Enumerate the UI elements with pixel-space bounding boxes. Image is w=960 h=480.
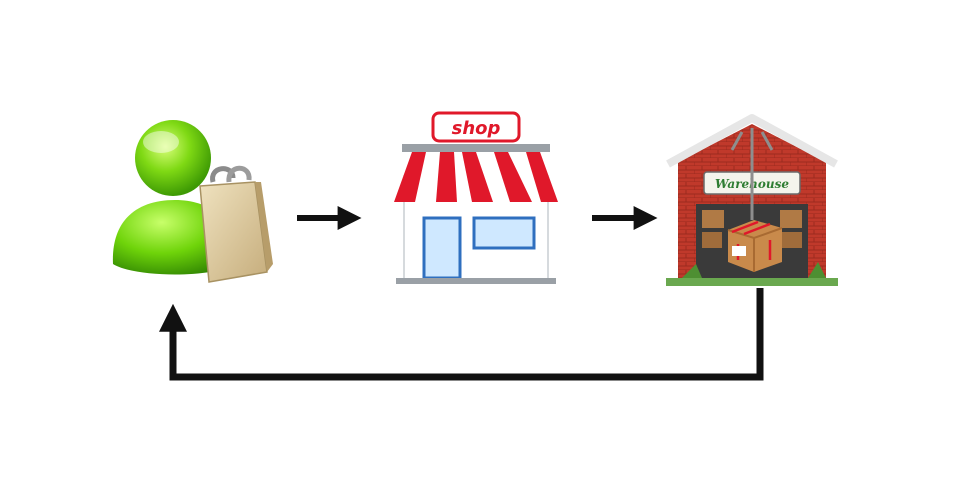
arrow-warehouse-to-customer bbox=[159, 288, 764, 381]
shop-sign-text: shop bbox=[452, 118, 501, 139]
cargo-box-icon bbox=[727, 220, 783, 272]
warehouse-icon: Warehouse bbox=[666, 114, 838, 286]
shop-awning bbox=[394, 152, 558, 202]
shop-sign-board bbox=[431, 111, 521, 143]
shop-storefront-icon: shop bbox=[394, 111, 558, 284]
customer-with-bag-icon bbox=[112, 120, 273, 283]
